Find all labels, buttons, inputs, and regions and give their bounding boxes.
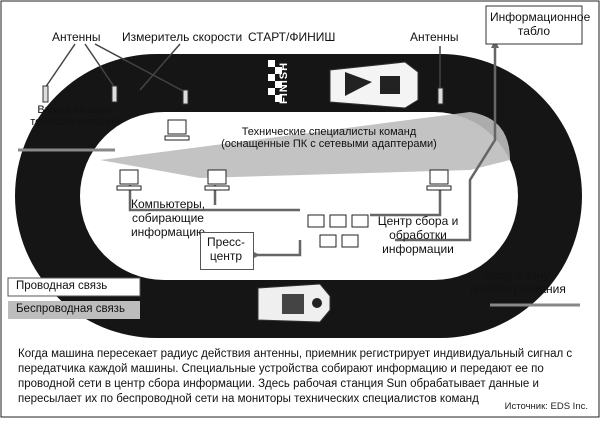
legend-wireless-swatch (8, 301, 140, 319)
label-start-finish: СТАРТ/ФИНИШ (248, 30, 336, 44)
press-center-box (200, 232, 254, 270)
legend-wireless: Беспроводная связь (16, 303, 125, 315)
computer-icons (116, 119, 452, 248)
checkered-flag-stripe (268, 60, 282, 102)
label-press-center: Пресс-центр (207, 235, 245, 263)
info-board-box (485, 5, 583, 45)
wireless-band (100, 112, 510, 178)
label-data-center: Центр сбора и обработки информации (377, 214, 459, 256)
label-pit-exit: Выход из зоны техобслуживания (30, 104, 120, 128)
legend-wired: Проводная связь (16, 280, 108, 292)
label-computers: Компьютеры, собирающие информацию (130, 197, 206, 239)
finish-text: FINISH (278, 61, 290, 104)
source-credit: Источник: EDS Inc. (504, 401, 588, 412)
label-team-techs: Технические специалисты команд (оснащенн… (221, 126, 437, 150)
label-antennas-right: Антенны (410, 30, 459, 44)
antenna-posts (42, 85, 444, 105)
antenna-lines (44, 43, 441, 93)
race-car-bottom (257, 283, 331, 323)
legend-wired-swatch (7, 277, 141, 297)
label-speed-meter: Измеритель скорости (122, 30, 243, 44)
label-antennas-left: Антенны (52, 30, 101, 44)
race-car-top (329, 61, 419, 109)
label-pit-entry: Вход в зону техобслуживания (468, 268, 566, 296)
figure-caption: Когда машина пересекает радиус действия … (18, 348, 573, 405)
label-info-board: Информационное табло (490, 10, 591, 38)
